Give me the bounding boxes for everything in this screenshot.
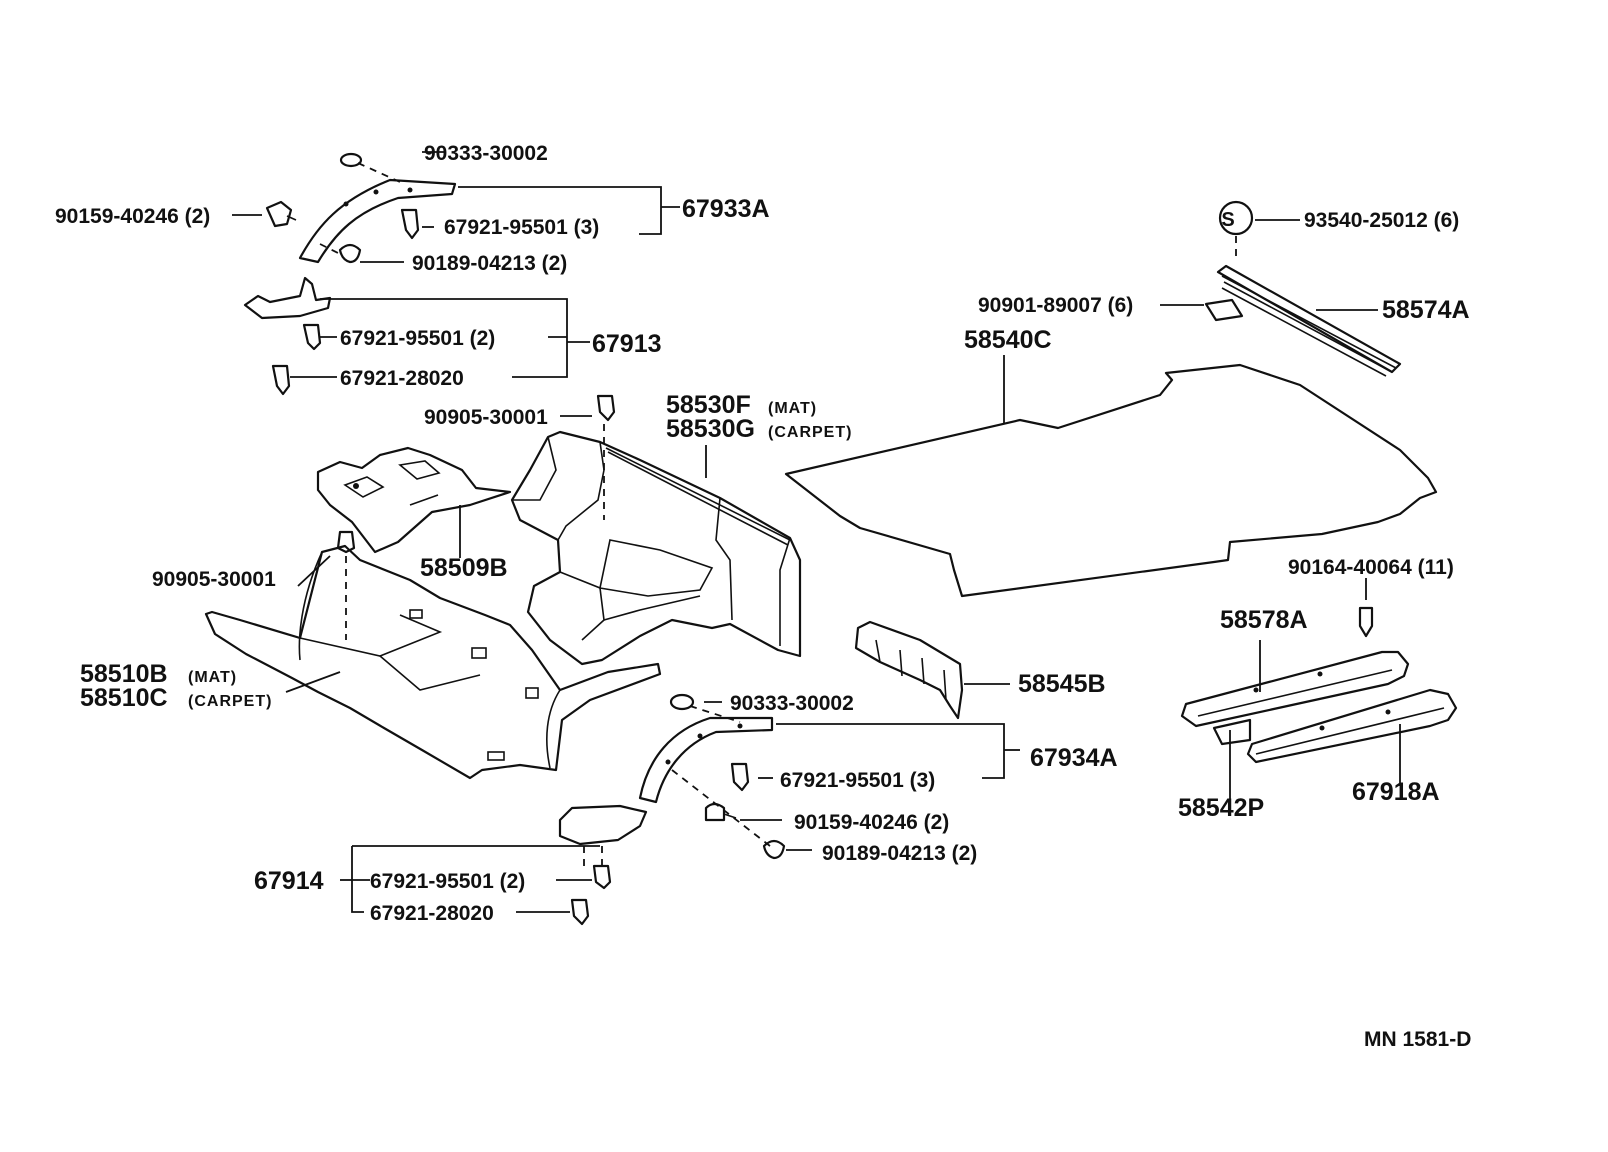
label-67934A: 67934A <box>1030 744 1118 772</box>
label-58530F: 58530F <box>666 391 751 419</box>
label-90189-04213-mid: 90189-04213 (2) <box>822 842 977 865</box>
part-58578A-rail <box>1180 650 1410 728</box>
label-67933A: 67933A <box>682 195 770 223</box>
label-67921-28020-top: 67921-28020 <box>340 367 464 390</box>
label-67914: 67914 <box>254 867 324 895</box>
footer-code: MN 1581-D <box>1364 1028 1471 1051</box>
bracket-67914 <box>558 804 648 926</box>
label-90901-89007: 90901-89007 (6) <box>978 294 1133 317</box>
label-67913: 67913 <box>592 330 662 358</box>
label-58510B: 58510B <box>80 660 168 688</box>
label-58510C-carpet: (CARPET) <box>188 693 272 710</box>
part-58545B-bracket <box>854 620 964 720</box>
label-58578A: 58578A <box>1220 606 1308 634</box>
label-90159-40246-top: 90159-40246 (2) <box>55 205 210 228</box>
label-58509B: 58509B <box>420 554 508 582</box>
label-90159-40246-mid: 90159-40246 (2) <box>794 811 949 834</box>
label-58510B-mat: (MAT) <box>188 669 237 686</box>
label-58530F-mat: (MAT) <box>768 400 817 417</box>
label-67921-95501-2-top: 67921-95501 (2) <box>340 327 495 350</box>
label-58574A: 58574A <box>1382 296 1470 324</box>
part-58510B-floor-mat <box>204 544 662 780</box>
label-58530G: 58530G <box>666 415 755 443</box>
part-67918A-rail <box>1246 688 1458 764</box>
label-67921-95501-2-bottom: 67921-95501 (2) <box>370 870 525 893</box>
label-58530G-carpet: (CARPET) <box>768 424 852 441</box>
label-90333-30002-mid: 90333-30002 <box>730 692 854 715</box>
label-90905-30001-left: 90905-30001 <box>152 568 276 591</box>
label-67921-95501-3-mid: 67921-95501 (3) <box>780 769 935 792</box>
label-67921-95501-3-top: 67921-95501 (3) <box>444 216 599 239</box>
bracket-67913 <box>243 276 332 396</box>
bracket-67934A <box>638 693 786 860</box>
label-58510C: 58510C <box>80 684 168 712</box>
callout-labels: 90333-30002 90159-40246 (2) 67921-95501 … <box>55 142 1471 1051</box>
label-90905-30001-top: 90905-30001 <box>424 406 548 429</box>
part-58574A-strip <box>1204 200 1402 377</box>
label-90189-04213-top: 90189-04213 (2) <box>412 252 567 275</box>
label-67918A: 67918A <box>1352 778 1440 806</box>
label-90164-40064: 90164-40064 (11) <box>1288 556 1454 579</box>
label-58545B: 58545B <box>1018 670 1106 698</box>
label-58540C: 58540C <box>964 326 1052 354</box>
part-58530F-rear-floor <box>510 430 802 666</box>
part-58509B <box>316 446 512 554</box>
label-93540-25012: 93540-25012 (6) <box>1304 209 1459 232</box>
bracket-67933A <box>265 152 457 264</box>
s-symbol-icon: S <box>1221 209 1234 231</box>
label-90333-30002-top: 90333-30002 <box>424 142 548 165</box>
label-67921-28020-bottom: 67921-28020 <box>370 902 494 925</box>
part-58540C-luggage-mat <box>784 363 1438 598</box>
label-58542P: 58542P <box>1178 794 1264 822</box>
